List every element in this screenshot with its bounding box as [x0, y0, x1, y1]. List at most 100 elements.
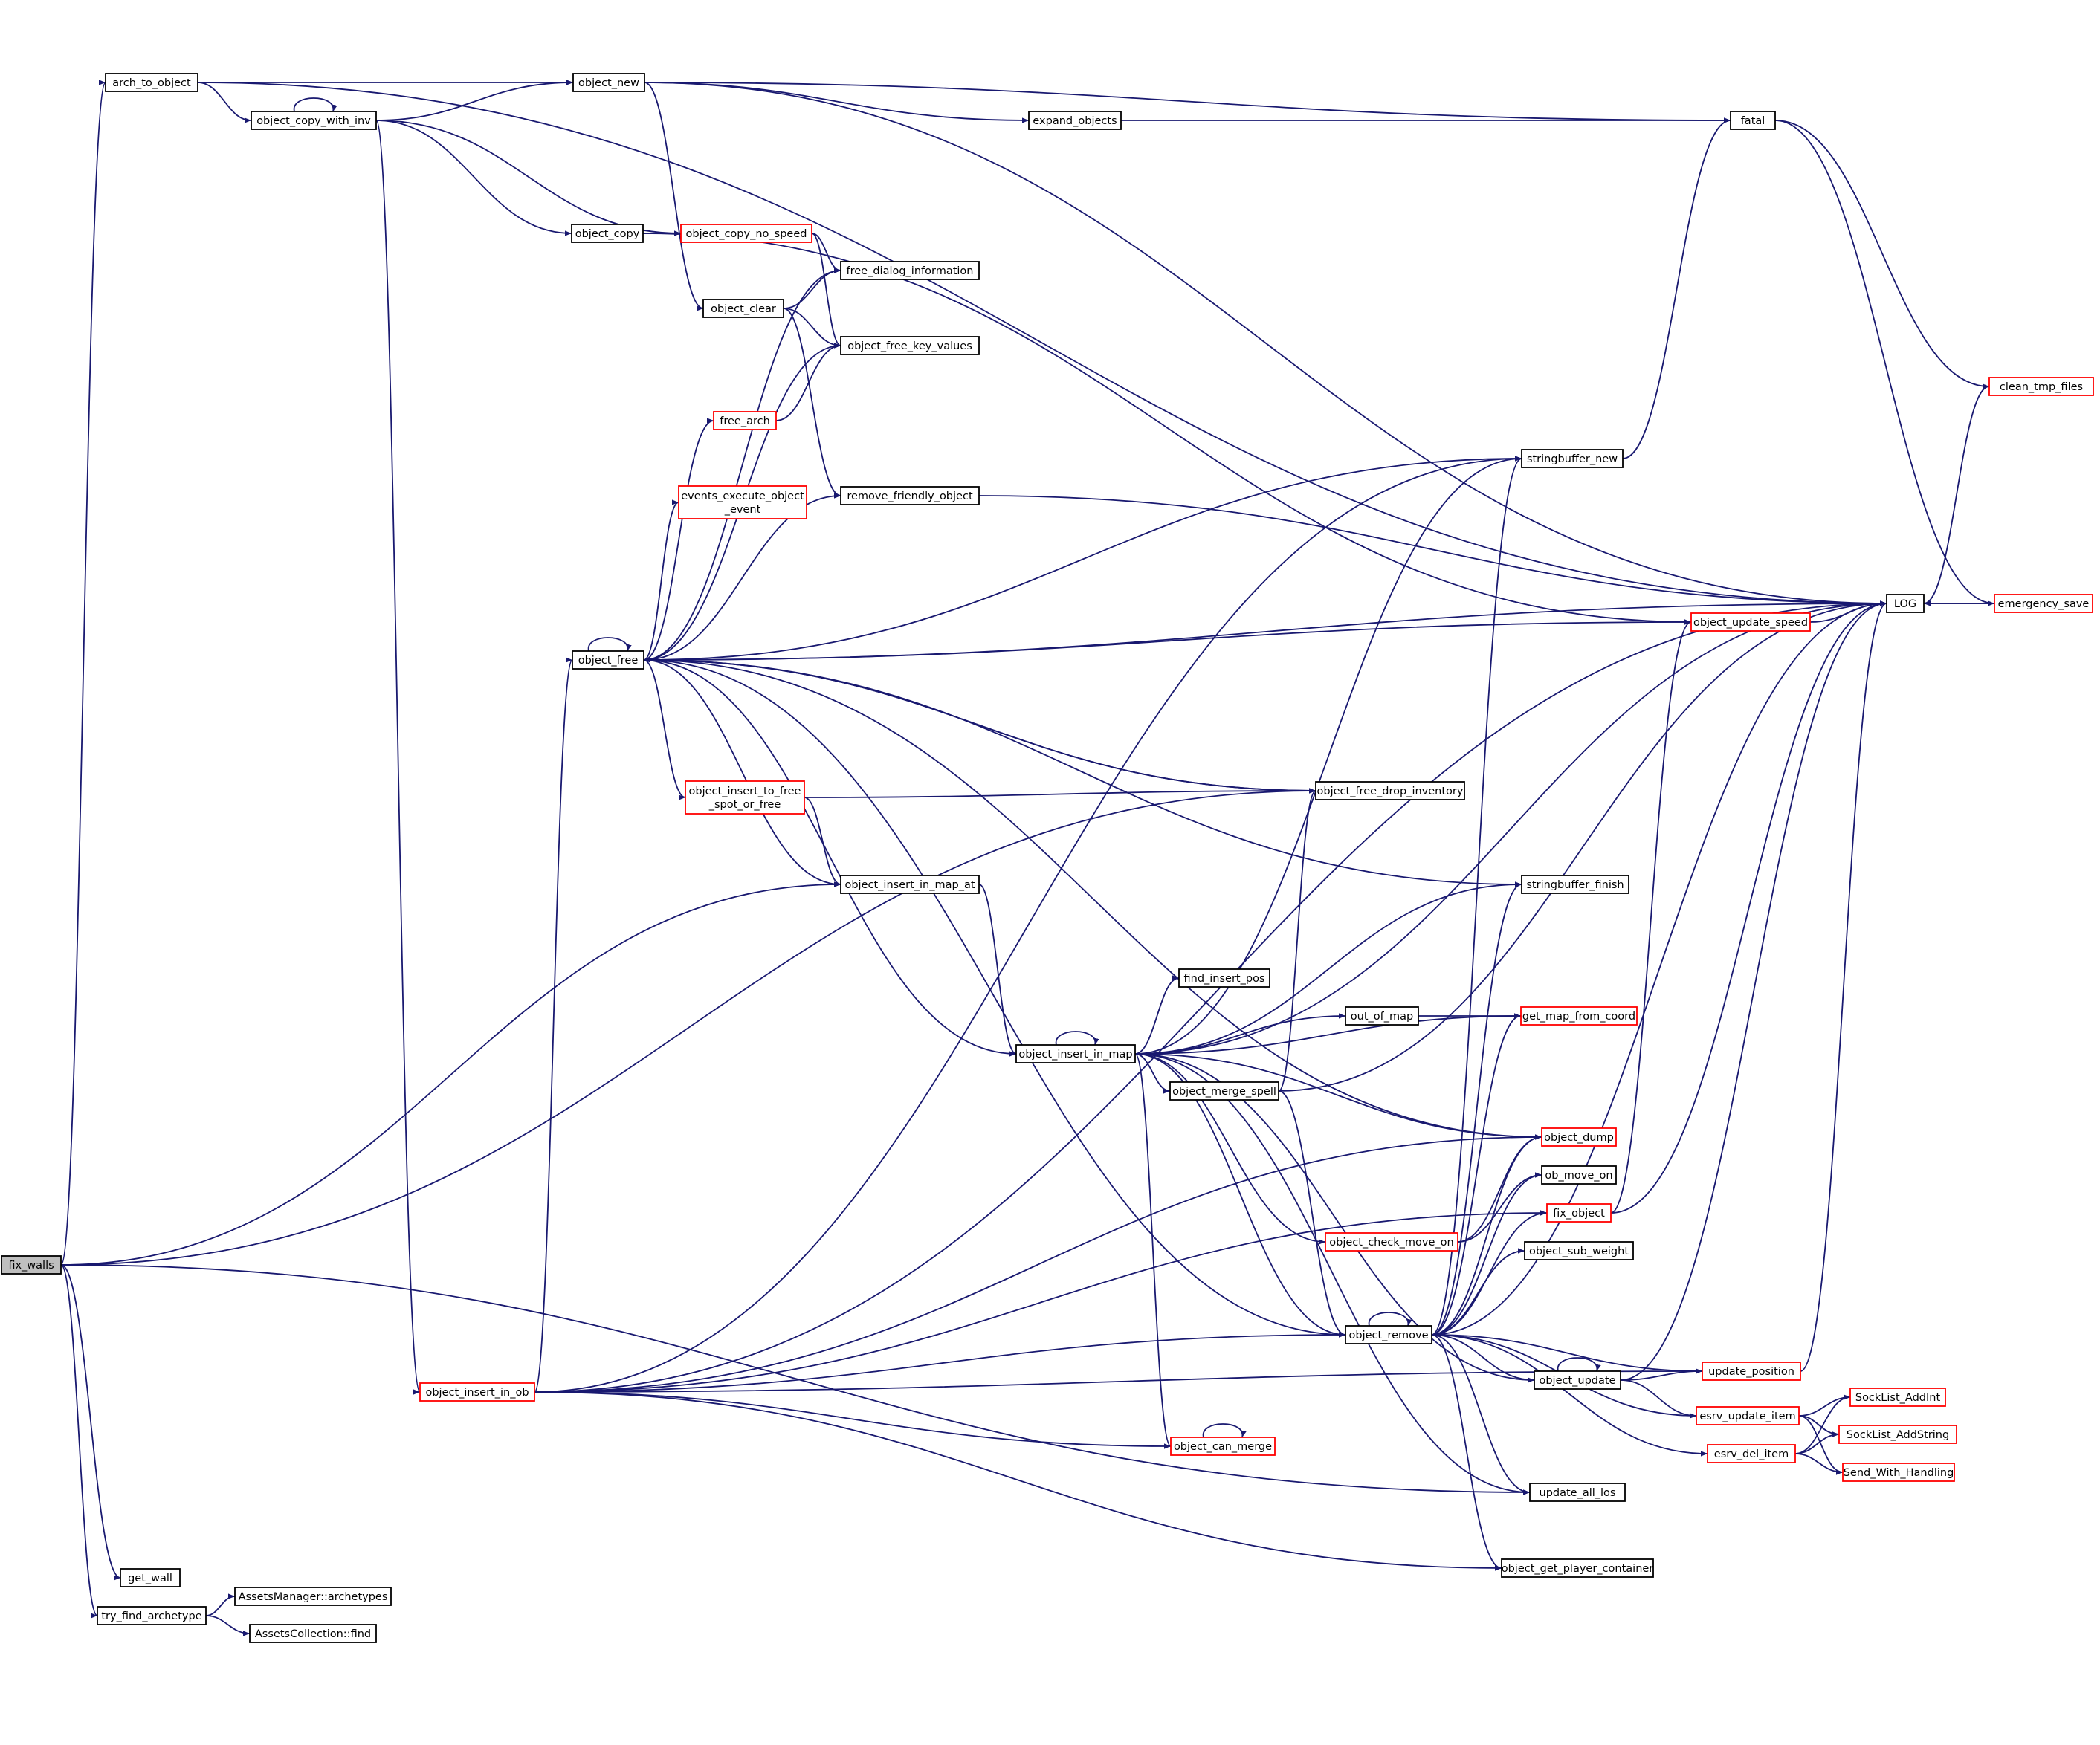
- node-box-assetsmanager-archetypes[interactable]: [234, 1587, 392, 1606]
- node-box-object-dump[interactable]: [1541, 1127, 1617, 1147]
- node-box-ob-move-on[interactable]: [1541, 1165, 1617, 1185]
- node-socklist-addint[interactable]: SockList_AddInt: [1849, 1388, 1946, 1407]
- node-box-log[interactable]: [1886, 594, 1925, 613]
- node-box-object-copy-with-inv[interactable]: [251, 111, 377, 130]
- node-arch-to-object[interactable]: arch_to_object: [105, 73, 198, 92]
- node-box-object-copy[interactable]: [571, 224, 644, 243]
- node-box-socklist-addstring[interactable]: [1838, 1425, 1957, 1444]
- node-emergency-save[interactable]: emergency_save: [1994, 594, 2093, 613]
- node-clean-tmp-files[interactable]: clean_tmp_files: [1988, 377, 2094, 396]
- node-events-execute-object-event[interactable]: events_execute_object_event: [678, 485, 807, 519]
- node-box-update-all-los[interactable]: [1529, 1483, 1626, 1502]
- node-object-get-player-container[interactable]: object_get_player_container: [1501, 1558, 1654, 1578]
- node-box-object-insert-in-ob[interactable]: [419, 1382, 535, 1402]
- node-box-object-can-merge[interactable]: [1170, 1437, 1276, 1456]
- node-box-object-get-player-container[interactable]: [1501, 1558, 1654, 1578]
- node-box-object-merge-spell[interactable]: [1169, 1081, 1279, 1101]
- node-socklist-addstring[interactable]: SockList_AddString: [1838, 1425, 1957, 1444]
- node-box-get-wall[interactable]: [120, 1568, 181, 1587]
- node-object-update-speed[interactable]: object_update_speed: [1690, 612, 1811, 632]
- node-box-object-copy-no-speed[interactable]: [680, 224, 812, 243]
- node-box-free-arch[interactable]: [713, 411, 777, 430]
- node-stringbuffer-finish[interactable]: stringbuffer_finish: [1521, 875, 1629, 894]
- node-box-object-insert-in-map-at[interactable]: [840, 875, 980, 894]
- node-update-position[interactable]: update_position: [1702, 1362, 1801, 1381]
- node-remove-friendly-object[interactable]: remove_friendly_object: [840, 486, 980, 505]
- node-box-get-map-from-coord[interactable]: [1520, 1006, 1638, 1026]
- node-try-find-archetype[interactable]: try_find_archetype: [97, 1606, 207, 1625]
- node-box-try-find-archetype[interactable]: [97, 1606, 207, 1625]
- node-box-stringbuffer-new[interactable]: [1521, 449, 1624, 468]
- node-object-copy-no-speed[interactable]: object_copy_no_speed: [680, 224, 812, 243]
- node-box-object-insert-to-free-spot-or-free[interactable]: [685, 780, 805, 815]
- node-box-update-position[interactable]: [1702, 1362, 1801, 1381]
- node-object-free-key-values[interactable]: object_free_key_values: [840, 336, 980, 355]
- node-object-remove[interactable]: object_remove: [1345, 1325, 1432, 1344]
- node-object-copy-with-inv[interactable]: object_copy_with_inv: [251, 111, 377, 130]
- node-box-stringbuffer-finish[interactable]: [1521, 875, 1629, 894]
- node-box-send-with-handling[interactable]: [1842, 1463, 1955, 1482]
- node-box-object-sub-weight[interactable]: [1524, 1241, 1634, 1260]
- node-object-insert-to-free-spot-or-free[interactable]: object_insert_to_free_spot_or_free: [685, 780, 805, 815]
- node-box-esrv-update-item[interactable]: [1696, 1406, 1800, 1425]
- node-free-arch[interactable]: free_arch: [713, 411, 777, 430]
- node-find-insert-pos[interactable]: find_insert_pos: [1178, 968, 1270, 988]
- node-object-new[interactable]: object_new: [572, 73, 645, 92]
- node-box-object-free-drop-inventory[interactable]: [1315, 781, 1465, 800]
- node-box-expand-objects[interactable]: [1028, 111, 1122, 130]
- node-expand-objects[interactable]: expand_objects: [1028, 111, 1122, 130]
- node-esrv-update-item[interactable]: esrv_update_item: [1696, 1406, 1800, 1425]
- node-box-esrv-del-item[interactable]: [1707, 1444, 1796, 1463]
- node-box-object-free[interactable]: [572, 650, 644, 670]
- node-box-events-execute-object-event[interactable]: [678, 485, 807, 519]
- node-object-copy[interactable]: object_copy: [571, 224, 644, 243]
- node-object-check-move-on[interactable]: object_check_move_on: [1325, 1232, 1458, 1252]
- node-box-object-check-move-on[interactable]: [1325, 1232, 1458, 1252]
- node-box-object-update-speed[interactable]: [1690, 612, 1811, 632]
- node-fatal[interactable]: fatal: [1730, 111, 1776, 130]
- node-box-object-free-key-values[interactable]: [840, 336, 980, 355]
- node-fix-object[interactable]: fix_object: [1546, 1203, 1612, 1223]
- node-ob-move-on[interactable]: ob_move_on: [1541, 1165, 1617, 1185]
- node-object-insert-in-map-at[interactable]: object_insert_in_map_at: [840, 875, 980, 894]
- node-box-find-insert-pos[interactable]: [1178, 968, 1270, 988]
- node-box-fix-object[interactable]: [1546, 1203, 1612, 1223]
- node-free-dialog-information[interactable]: free_dialog_information: [840, 261, 980, 280]
- node-box-object-remove[interactable]: [1345, 1325, 1432, 1344]
- node-box-fix-walls[interactable]: [1, 1255, 62, 1275]
- node-box-object-update[interactable]: [1534, 1370, 1621, 1390]
- node-box-object-new[interactable]: [572, 73, 645, 92]
- node-box-clean-tmp-files[interactable]: [1988, 377, 2094, 396]
- node-box-remove-friendly-object[interactable]: [840, 486, 980, 505]
- node-log[interactable]: LOG: [1886, 594, 1925, 613]
- node-box-object-insert-in-map[interactable]: [1015, 1044, 1136, 1063]
- node-out-of-map[interactable]: out_of_map: [1345, 1006, 1419, 1026]
- node-box-free-dialog-information[interactable]: [840, 261, 980, 280]
- node-get-map-from-coord[interactable]: get_map_from_coord: [1520, 1006, 1638, 1026]
- node-assetsmanager-archetypes[interactable]: AssetsManager::archetypes: [234, 1587, 392, 1606]
- node-object-clear[interactable]: object_clear: [702, 299, 784, 318]
- node-object-can-merge[interactable]: object_can_merge: [1170, 1437, 1276, 1456]
- node-object-free[interactable]: object_free: [572, 650, 644, 670]
- node-esrv-del-item[interactable]: esrv_del_item: [1707, 1444, 1796, 1463]
- node-object-insert-in-map[interactable]: object_insert_in_map: [1015, 1044, 1136, 1063]
- node-update-all-los[interactable]: update_all_los: [1529, 1483, 1626, 1502]
- node-object-update[interactable]: object_update: [1534, 1370, 1621, 1390]
- node-box-emergency-save[interactable]: [1994, 594, 2093, 613]
- node-send-with-handling[interactable]: Send_With_Handling: [1842, 1463, 1955, 1482]
- node-object-dump[interactable]: object_dump: [1541, 1127, 1617, 1147]
- node-box-assetscollection-find[interactable]: [249, 1624, 377, 1643]
- node-box-fatal[interactable]: [1730, 111, 1776, 130]
- node-assetscollection-find[interactable]: AssetsCollection::find: [249, 1624, 377, 1643]
- node-box-socklist-addint[interactable]: [1849, 1388, 1946, 1407]
- node-box-out-of-map[interactable]: [1345, 1006, 1419, 1026]
- node-box-object-clear[interactable]: [702, 299, 784, 318]
- node-object-free-drop-inventory[interactable]: object_free_drop_inventory: [1315, 781, 1465, 800]
- node-get-wall[interactable]: get_wall: [120, 1568, 181, 1587]
- node-stringbuffer-new[interactable]: stringbuffer_new: [1521, 449, 1624, 468]
- node-box-arch-to-object[interactable]: [105, 73, 198, 92]
- node-object-sub-weight[interactable]: object_sub_weight: [1524, 1241, 1634, 1260]
- node-fix-walls[interactable]: fix_walls: [1, 1255, 62, 1275]
- node-object-merge-spell[interactable]: object_merge_spell: [1169, 1081, 1279, 1101]
- node-object-insert-in-ob[interactable]: object_insert_in_ob: [419, 1382, 535, 1402]
